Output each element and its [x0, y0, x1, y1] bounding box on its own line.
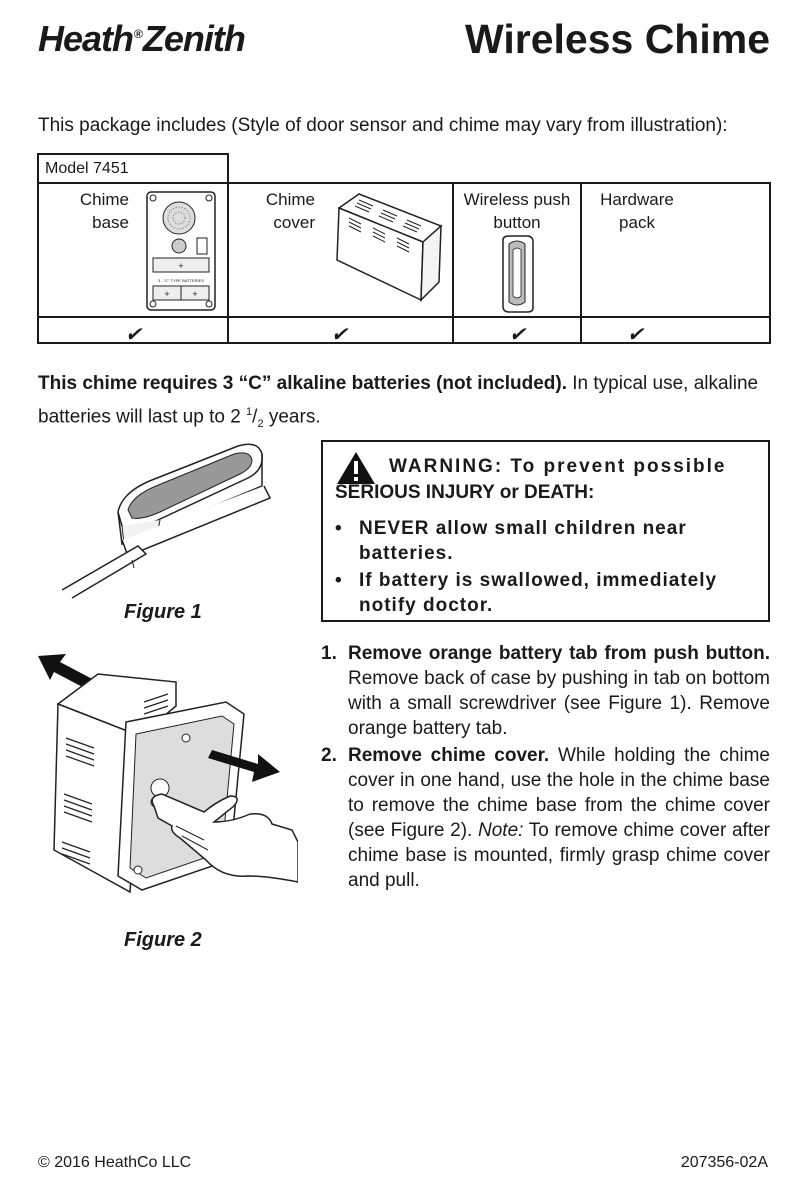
fraction-numerator: 1 — [246, 406, 253, 418]
warning-item: • If battery is swallowed, immediately n… — [335, 568, 759, 618]
item-label-line: Chime — [79, 190, 129, 209]
fraction-denominator: 2 — [257, 418, 264, 431]
table-divider — [227, 184, 229, 342]
item-chime-base-label: Chime base — [69, 188, 129, 234]
figure-1-illustration — [62, 443, 272, 599]
item-chime-cover-label: Chime cover — [251, 188, 315, 234]
battery-requirement-text: In typical use, alkaline batteries will … — [38, 373, 759, 428]
warning-heading: WARNING: To prevent possible — [389, 456, 727, 477]
item-label-line: cover — [273, 213, 315, 232]
step-heading: Remove orange battery tab from push butt… — [348, 643, 770, 664]
brand-logo: Heath®Zenith — [38, 18, 246, 60]
item-hardware-pack-label: Hardware pack — [587, 188, 687, 234]
page-title: Wireless Chime — [465, 16, 770, 62]
table-divider — [452, 184, 454, 342]
brand-right: Zenith — [142, 18, 246, 59]
battery-requirement: This chime requires 3 “C” alkaline batte… — [38, 370, 772, 438]
copyright-notice: © 2016 HeathCo LLC — [38, 1154, 192, 1171]
step-text: Remove back of case by pushing in tab on… — [348, 668, 770, 739]
brand-left: Heath — [38, 18, 134, 59]
battery-requirement-bold: This chime requires 3 “C” alkaline batte… — [38, 373, 567, 394]
fraction-slash: / — [252, 406, 258, 428]
plus-sign: + — [192, 289, 197, 299]
figure-2-caption: Figure 2 — [124, 929, 202, 951]
step-number: 1. — [321, 643, 337, 664]
document-number: 207356-02A — [680, 1154, 768, 1171]
step-1: 1. Remove orange battery tab from push b… — [321, 641, 770, 741]
figure-2-illustration — [38, 654, 298, 894]
warning-box: WARNING: To prevent possible SERIOUS INJ… — [321, 440, 770, 622]
item-label-line: Hardware — [600, 190, 674, 209]
check-icon: ✔ — [331, 324, 348, 346]
step-number: 2. — [321, 745, 337, 766]
check-icon: ✔ — [627, 324, 644, 346]
warning-item-text: NEVER allow small children near batterie… — [359, 518, 687, 564]
package-intro: This package includes (Style of door sen… — [38, 115, 728, 136]
chime-cover-illustration — [336, 193, 443, 302]
plus-sign: + — [164, 289, 169, 299]
item-push-button-label: Wireless push button — [457, 188, 577, 234]
bullet: • — [335, 518, 342, 539]
bullet: • — [335, 570, 342, 591]
step-body: Remove orange battery tab from push butt… — [321, 641, 770, 741]
warning-triangle-icon — [337, 452, 375, 484]
warning-item-text: If battery is swallowed, immediately not… — [359, 570, 718, 616]
chime-base-illustration: + 3 - "C" TYPE BATTERIES + + — [146, 191, 216, 311]
item-label-line: Chime — [265, 190, 315, 209]
step-heading: Remove chime cover. — [348, 745, 550, 766]
warning-heading-2: SERIOUS INJURY or DEATH: — [335, 482, 595, 503]
model-header-cell: Model 7451 — [37, 153, 229, 184]
item-label-line: Wireless push — [463, 190, 571, 209]
registered-mark: ® — [134, 27, 143, 41]
check-icon: ✔ — [125, 324, 142, 346]
plus-sign: + — [178, 261, 183, 271]
figure-1-caption: Figure 1 — [124, 601, 202, 623]
step-2: 2. Remove chime cover. While holding the… — [321, 743, 770, 893]
push-button-illustration — [502, 235, 534, 313]
model-label: Model 7451 — [45, 160, 129, 177]
table-divider — [580, 184, 582, 342]
warning-item: • NEVER allow small children near batter… — [335, 516, 759, 566]
step-body: Remove chime cover. While holding the ch… — [321, 743, 770, 893]
item-label-line: button — [493, 213, 541, 232]
table-row-divider — [39, 316, 769, 318]
contents-table: Chime base + 3 - "C" TYPE BATTERIES + + … — [37, 182, 771, 346]
note-label: Note: — [478, 820, 524, 841]
battery-type-label: 3 - "C" TYPE BATTERIES — [158, 278, 204, 283]
item-label-line: base — [92, 213, 129, 232]
item-label-line: pack — [619, 213, 655, 232]
check-icon: ✔ — [509, 324, 526, 346]
note-text: To remove chime cover after chime base i… — [348, 820, 770, 891]
step-text: While holding the chime cover in one han… — [348, 745, 770, 841]
battery-requirement-end: years. — [263, 406, 321, 428]
